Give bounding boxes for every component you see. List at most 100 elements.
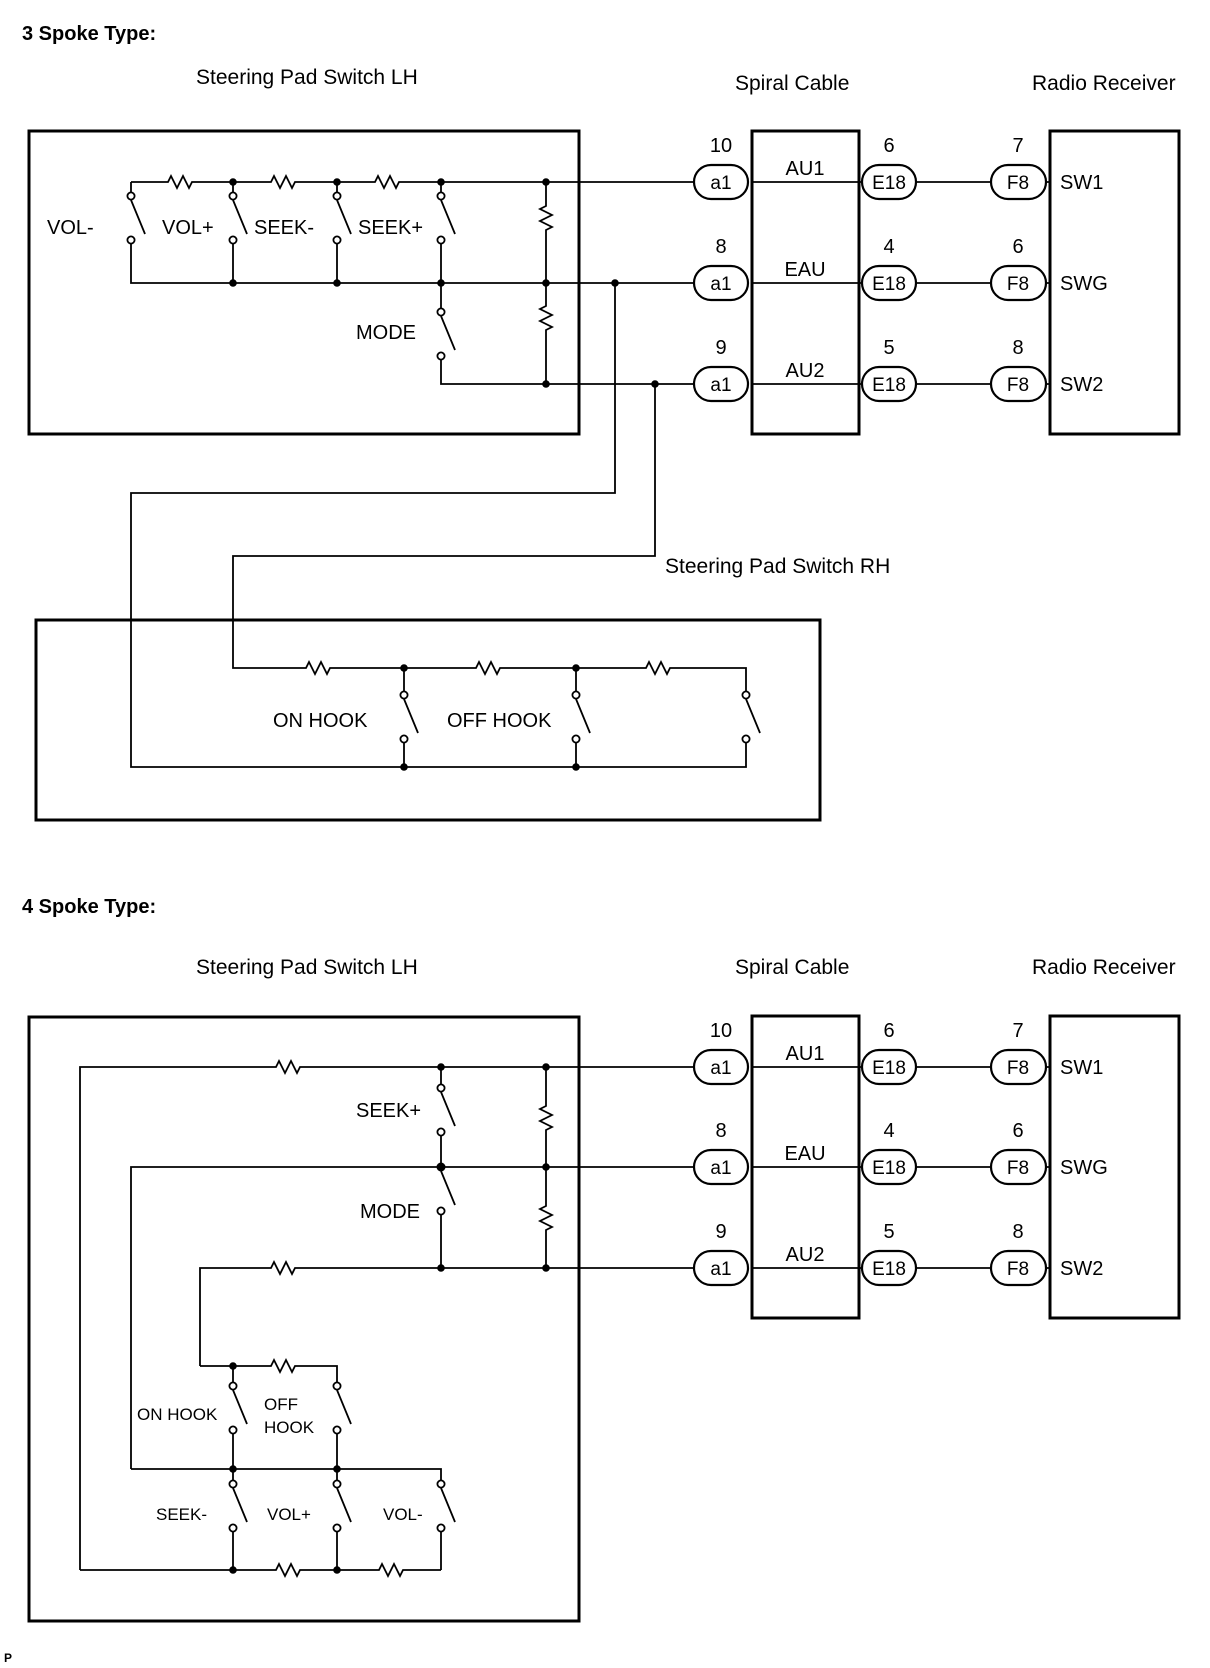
connector-f8 <box>989 1048 1048 1086</box>
label-seek-minus: SEEK- <box>254 217 314 239</box>
pin-a1: 10 <box>710 1020 732 1042</box>
receiver-terminal: SW1 <box>1060 172 1103 194</box>
pin-f8: 6 <box>1012 1120 1023 1142</box>
spiral-cable-label: Spiral Cable <box>735 72 849 95</box>
resistor-off-hook <box>469 661 507 675</box>
switch-mode <box>436 307 456 361</box>
switch-vol-minus <box>436 1479 456 1533</box>
connector-f8 <box>989 365 1048 403</box>
pin-e18: 6 <box>883 135 894 157</box>
pin-a1: 8 <box>715 236 726 258</box>
resistor-seek-plus <box>269 1060 307 1074</box>
label-vol-plus: VOL+ <box>162 217 214 239</box>
switch-off-hook <box>571 690 591 744</box>
resistor-pullup-2 <box>539 1199 553 1237</box>
label-vol-plus: VOL+ <box>267 1505 311 1524</box>
row-eau: a1 8 EAU E18 4 F8 6 SWG <box>692 236 1108 302</box>
switch-rh-spare <box>741 690 761 744</box>
switch-vol-plus <box>228 191 248 245</box>
svg-text:F8: F8 <box>1007 1259 1029 1280</box>
svg-text:E18: E18 <box>872 274 906 295</box>
receiver-terminal: SWG <box>1060 1157 1108 1179</box>
svg-text:E18: E18 <box>872 375 906 396</box>
switch-seek-plus <box>436 191 456 245</box>
resistor-vol-plus <box>264 175 302 189</box>
row-au1: a1 10 AU1 E18 6 F8 7 SW1 <box>692 1020 1103 1086</box>
spoke4-title: 4 Spoke Type: <box>22 896 156 918</box>
svg-text:F8: F8 <box>1007 1058 1029 1079</box>
pad-lh-box-4 <box>27 1015 581 1623</box>
spoke3-harness: a1 10 AU1 E18 6 F8 7 SW1 a1 8 EAU E18 4 <box>692 135 1108 403</box>
spiral-terminal: AU1 <box>786 1043 825 1065</box>
label-vol-minus: VOL- <box>383 1505 423 1524</box>
resistor-pullup-1 <box>539 1099 553 1137</box>
svg-text:a1: a1 <box>710 1158 731 1179</box>
receiver-terminal: SW1 <box>1060 1057 1103 1079</box>
resistor-vol-plus <box>372 1563 410 1577</box>
spiral-terminal: AU1 <box>786 158 825 180</box>
pad-lh-label: Steering Pad Switch LH <box>196 66 418 89</box>
pad-rh-box <box>34 618 822 822</box>
label-mode: MODE <box>360 1201 420 1223</box>
connector-f8 <box>989 264 1048 302</box>
svg-text:E18: E18 <box>872 1058 906 1079</box>
svg-text:E18: E18 <box>872 173 906 194</box>
connector-a1 <box>692 1249 750 1287</box>
connector-f8 <box>989 1148 1048 1186</box>
pin-a1: 9 <box>715 337 726 359</box>
resistor-rh-end <box>639 661 677 675</box>
svg-text:F8: F8 <box>1007 173 1029 194</box>
resistor-on-hook <box>299 661 337 675</box>
label-mode: MODE <box>356 322 416 344</box>
pin-e18: 5 <box>883 337 894 359</box>
spoke4-harness: a1 10 AU1 E18 6 F8 7 SW1 a1 8 EAU E18 4 <box>692 1020 1108 1287</box>
switch-on-hook <box>399 690 419 744</box>
label-on-hook: ON HOOK <box>137 1405 218 1424</box>
connector-a1 <box>692 365 750 403</box>
resistor-pullup-1 <box>539 199 553 237</box>
svg-text:E18: E18 <box>872 1158 906 1179</box>
switch-vol-minus <box>126 191 146 245</box>
resistor-seek-minus <box>368 175 406 189</box>
pad-rh-label: Steering Pad Switch RH <box>665 555 890 578</box>
svg-text:E18: E18 <box>872 1259 906 1280</box>
pad-lh-circuit-4 <box>79 1060 706 1577</box>
pad-lh-switch-labels: VOL- VOL+ SEEK- SEEK+ MODE <box>47 217 423 344</box>
connector-a1 <box>692 1048 750 1086</box>
receiver-terminal: SW2 <box>1060 1258 1103 1280</box>
connector-f8 <box>989 163 1048 201</box>
corner-mark: P <box>4 1651 12 1665</box>
pin-f8: 7 <box>1012 135 1023 157</box>
row-au2: a1 9 AU2 E18 5 F8 8 SW2 <box>692 1221 1103 1287</box>
spiral-terminal: AU2 <box>786 360 825 382</box>
svg-text:F8: F8 <box>1007 1158 1029 1179</box>
spoke3-section: 3 Spoke Type: Steering Pad Switch LH Spi… <box>22 23 1181 822</box>
spiral-terminal: AU2 <box>786 1244 825 1266</box>
connector-a1 <box>692 163 750 201</box>
label-seek-plus: SEEK+ <box>356 1100 421 1122</box>
connector-e18 <box>860 365 918 403</box>
resistor-off-hook <box>264 1359 302 1373</box>
pin-e18: 4 <box>883 236 894 258</box>
connector-e18 <box>860 163 918 201</box>
pin-e18: 5 <box>883 1221 894 1243</box>
pin-f8: 7 <box>1012 1020 1023 1042</box>
label-on-hook: ON HOOK <box>273 710 368 732</box>
switch-mode <box>436 1162 456 1216</box>
spiral-terminal: EAU <box>784 259 825 281</box>
radio-receiver-label: Radio Receiver <box>1032 72 1176 95</box>
row-eau: a1 8 EAU E18 4 F8 6 SWG <box>692 1120 1108 1186</box>
switch-seek-minus <box>228 1479 248 1533</box>
svg-text:a1: a1 <box>710 375 731 396</box>
pin-f8: 6 <box>1012 236 1023 258</box>
resistor-seek-minus <box>269 1563 307 1577</box>
connector-e18 <box>860 264 918 302</box>
spoke3-title: 3 Spoke Type: <box>22 23 156 45</box>
svg-text:F8: F8 <box>1007 375 1029 396</box>
pad-lh-switch-labels-4: SEEK+ MODE ON HOOK OFF HOOK SEEK- VOL+ V… <box>137 1100 423 1524</box>
pad-lh-label: Steering Pad Switch LH <box>196 956 418 979</box>
svg-text:a1: a1 <box>710 1259 731 1280</box>
pin-f8: 8 <box>1012 1221 1023 1243</box>
label-off-hook-line1: OFF <box>264 1395 298 1414</box>
pin-f8: 8 <box>1012 337 1023 359</box>
